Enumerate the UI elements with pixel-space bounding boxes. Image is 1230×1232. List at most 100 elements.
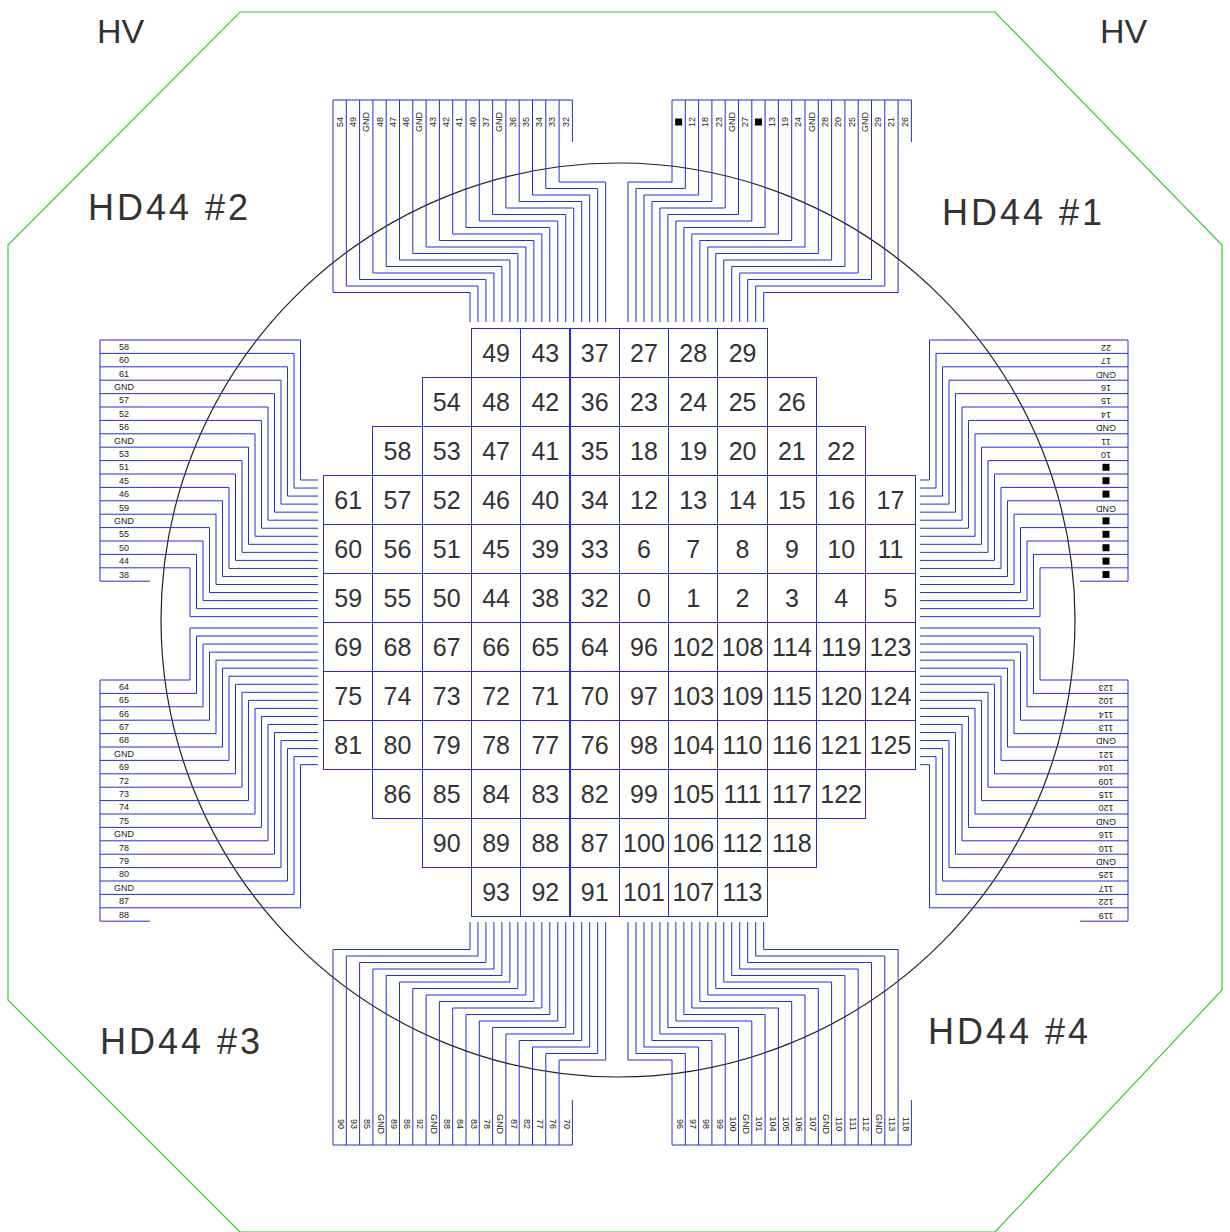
signal-trace (920, 700, 1128, 800)
pin-label: 83 (468, 1119, 477, 1129)
pin-label: 75 (119, 816, 129, 825)
pin-label: 72 (119, 776, 129, 785)
pad-number: 64 (581, 635, 609, 660)
signal-trace (100, 660, 318, 733)
signal-trace (920, 501, 1128, 577)
pad-cell: 70 (570, 671, 620, 721)
pin-label: GND (1096, 423, 1116, 432)
pad-cell: 106 (668, 818, 718, 868)
signal-trace (920, 652, 1128, 720)
pad-number: 123 (870, 635, 912, 660)
pin-label: 74 (119, 803, 129, 812)
pad-number: 89 (482, 831, 510, 856)
pin-border (100, 921, 150, 922)
signal-trace (100, 733, 318, 855)
signal-trace (668, 922, 739, 1145)
pin-label: 54 (335, 117, 344, 127)
pin-label: GND (807, 112, 816, 132)
pin-label: 121 (1098, 749, 1113, 758)
pad-cell: 18 (619, 426, 669, 476)
signal-trace (360, 100, 486, 322)
pad-cell: 112 (717, 818, 767, 868)
pad-cell: 71 (520, 671, 570, 721)
pin-border (572, 1100, 573, 1145)
pin-label: 22 (1101, 342, 1111, 351)
pin-label: 46 (119, 490, 129, 499)
pin-label: 119 (1099, 910, 1113, 919)
pad-number: 91 (581, 880, 609, 905)
signal-trace (100, 700, 318, 800)
pad-cell: 108 (717, 622, 767, 672)
detector-circle (161, 163, 1075, 1077)
pad-cell: 9 (767, 524, 817, 574)
pin-marker-square (1103, 571, 1110, 578)
pad-cell: 22 (816, 426, 866, 476)
pad-number: 73 (433, 684, 461, 709)
pad-cell: 55 (372, 573, 422, 623)
signal-trace (676, 100, 752, 322)
pin-label: GND (1096, 736, 1116, 745)
pad-number: 17 (877, 488, 905, 513)
signal-trace (559, 922, 606, 1145)
pad-cell: 54 (422, 377, 472, 427)
signal-trace (652, 100, 712, 322)
pad-cell: 99 (619, 769, 669, 819)
pad-number: 86 (384, 782, 412, 807)
pin-label: 97 (687, 1119, 696, 1129)
pin-label: 60 (119, 356, 129, 365)
pin-label: 93 (348, 1119, 357, 1129)
pad-number: 16 (827, 488, 855, 513)
signal-trace (413, 922, 518, 1145)
pad-number: 104 (672, 733, 714, 758)
signal-trace (740, 922, 858, 1145)
signal-trace (100, 394, 318, 513)
signal-trace (519, 922, 582, 1145)
pad-number: 93 (482, 880, 510, 905)
pad-cell: 14 (717, 475, 767, 525)
pad-number: 97 (630, 684, 658, 709)
pad-number: 36 (581, 390, 609, 415)
pin-label: 29 (874, 117, 883, 127)
signal-trace (100, 554, 318, 608)
pin-label: 35 (521, 117, 530, 127)
pad-number: 24 (679, 390, 707, 415)
pin-border (572, 100, 573, 142)
signal-trace (920, 447, 1128, 544)
pad-cell: 26 (767, 377, 817, 427)
pin-label: 92 (415, 1119, 424, 1129)
pin-label: 99 (714, 1119, 723, 1129)
pad-number: 114 (772, 635, 812, 660)
signal-trace (100, 676, 318, 760)
pin-label: 16 (1101, 382, 1111, 391)
signal-trace (920, 765, 1128, 908)
signal-trace (386, 922, 502, 1145)
signal-trace (920, 528, 1128, 593)
pad-cell: 40 (520, 475, 570, 525)
pin-label: 19 (781, 117, 790, 127)
pin-label: 18 (701, 117, 710, 127)
pad-number: 19 (679, 439, 707, 464)
signal-trace (920, 636, 1128, 693)
pad-cell: 15 (767, 475, 817, 525)
pad-number: 13 (679, 488, 707, 513)
pad-number: 57 (384, 488, 412, 513)
pin-label: 113 (1099, 722, 1113, 731)
pad-cell: 98 (619, 720, 669, 770)
pad-cell: 6 (619, 524, 669, 574)
signal-trace (920, 394, 1128, 513)
pin-label: 37 (481, 117, 490, 127)
pad-cell: 47 (471, 426, 521, 476)
pad-cell: 78 (471, 720, 521, 770)
pad-number: 52 (433, 488, 461, 513)
pin-label: 64 (119, 682, 129, 691)
pin-label: 20 (834, 117, 843, 127)
pad-cell: 11 (865, 524, 915, 574)
pin-label: 68 (119, 736, 129, 745)
pad-cell: 58 (372, 426, 422, 476)
signal-trace (100, 668, 318, 747)
pin-label: 104 (1098, 763, 1113, 772)
signal-trace (764, 100, 898, 322)
pad-number: 14 (729, 488, 757, 513)
pad-number: 115 (772, 684, 812, 709)
signal-trace (920, 749, 1128, 881)
